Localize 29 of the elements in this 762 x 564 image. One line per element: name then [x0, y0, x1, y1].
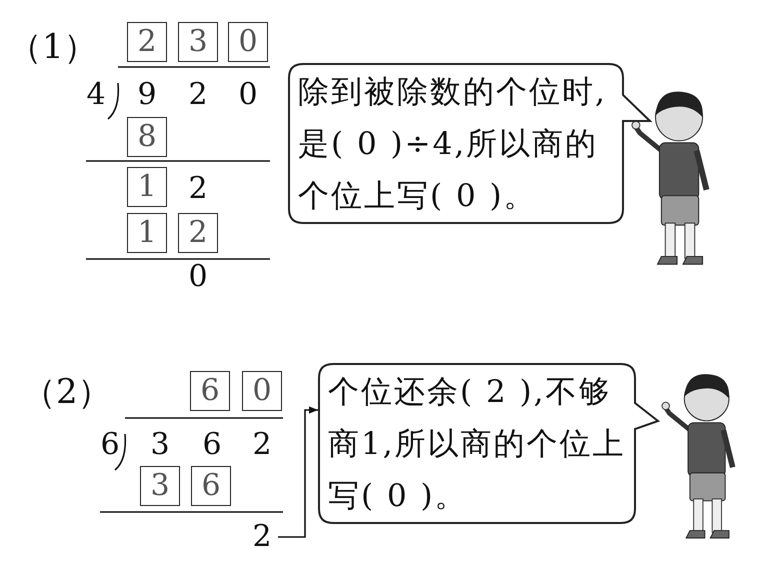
answer-box: 0 [242, 371, 282, 411]
answer-box: 6 [190, 371, 230, 411]
digit: 9 [136, 78, 158, 112]
digit: 0 [237, 78, 259, 112]
digit: 2 [251, 428, 273, 462]
digit: 2 [187, 78, 209, 112]
digit: 2 [187, 172, 209, 206]
answer-box: 2 [127, 22, 167, 62]
digit: 4 [85, 78, 107, 112]
digit: 6 [201, 428, 223, 462]
answer-box: 1 [127, 213, 167, 253]
explanation-text: 个位还余( 2 ),不够商1,所以商的个位上写( 0 )。 [328, 373, 627, 516]
digit: 3 [149, 428, 171, 462]
answer-box: 6 [191, 466, 231, 506]
answer-box: 3 [178, 22, 218, 62]
answer-box: 0 [228, 22, 268, 62]
explanation-text: 除到被除数的个位时,是( 0 )÷4,所以商的个位上写( 0 )。 [298, 73, 608, 216]
digit: 6 [99, 428, 121, 462]
answer-box: 8 [127, 117, 167, 157]
problem-number: （1） [8, 30, 88, 64]
speech-bubble [318, 363, 661, 524]
answer-box: 1 [127, 167, 167, 207]
speech-bubble [288, 63, 653, 224]
arrow [278, 406, 318, 538]
answer-box: 3 [140, 466, 180, 506]
remainder-digit: 2 [251, 520, 273, 554]
problem-number: （2） [22, 375, 102, 409]
answer-box: 2 [178, 213, 218, 253]
digit: 0 [187, 260, 209, 294]
